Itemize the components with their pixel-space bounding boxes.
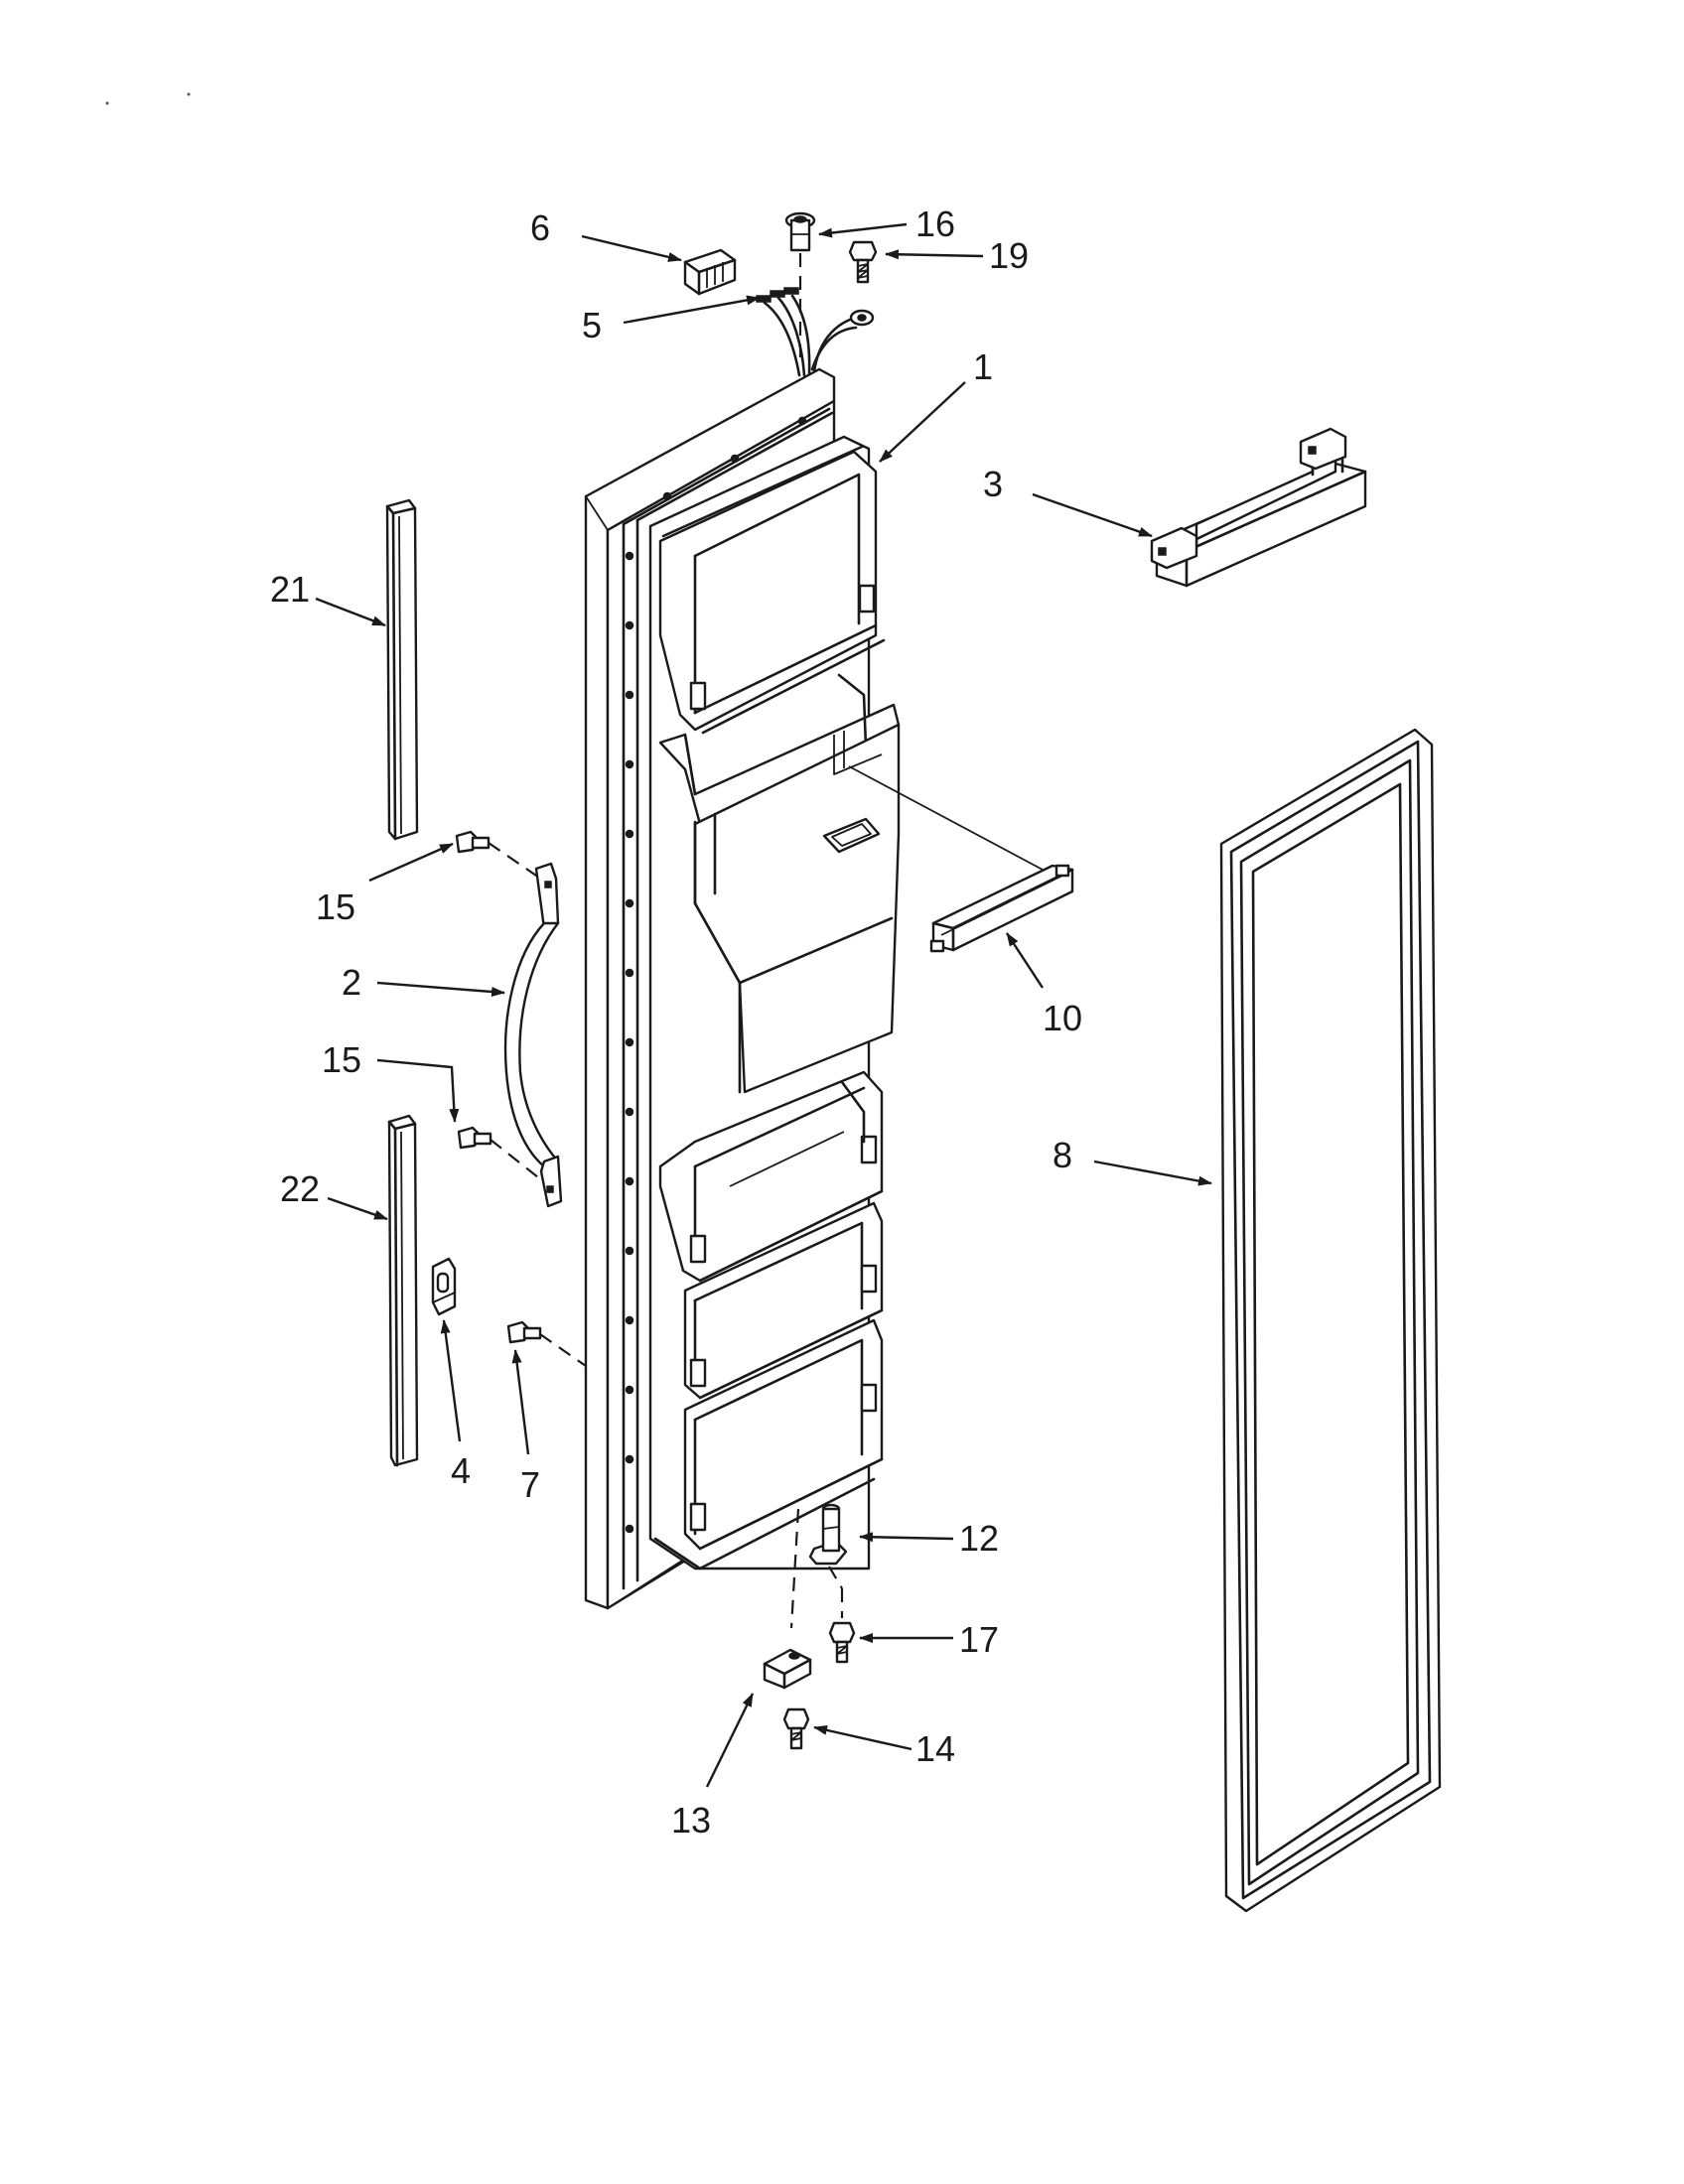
- callout-5: 5: [582, 305, 602, 345]
- callout-8: 8: [1052, 1135, 1072, 1175]
- callout-labels: 6 16 19 5 1 3 21 15 2 10 15 8 22 4 7 12 …: [270, 204, 1082, 1841]
- connector-part-6: [683, 248, 737, 296]
- door-handle-part-2: [503, 862, 563, 1208]
- clip-part-4: [431, 1257, 457, 1316]
- callout-15-upper: 15: [316, 887, 355, 927]
- callout-17: 17: [959, 1619, 999, 1660]
- trim-rail-part-10: [848, 765, 1074, 953]
- screw-part-19: [848, 240, 878, 284]
- door-shelf-part-3: [1150, 427, 1367, 588]
- screw-part-15-upper: [455, 830, 540, 879]
- screw-part-7: [506, 1320, 587, 1367]
- hinge-pin-part-12: [789, 1503, 848, 1629]
- screw-part-15-lower: [457, 1126, 544, 1182]
- callout-14: 13: [671, 1800, 711, 1841]
- callout-2: 2: [342, 962, 361, 1003]
- screw-part-13: [782, 1707, 810, 1750]
- trim-strip-part-22: [387, 1114, 419, 1467]
- callout-19: 19: [989, 235, 1029, 276]
- callout-10: 10: [1043, 998, 1082, 1038]
- callout-7: 7: [520, 1464, 540, 1505]
- wire-harness-part-5: [756, 287, 875, 377]
- callout-4: 4: [451, 1450, 471, 1491]
- trim-strip-part-21: [385, 498, 419, 841]
- leader-lines: [315, 222, 1212, 1788]
- callout-6: 6: [530, 207, 550, 248]
- callout-3: 3: [983, 464, 1003, 504]
- callout-1: 1: [973, 346, 993, 387]
- door-gasket-part-8: [1219, 728, 1442, 1913]
- callout-15-lower: 15: [322, 1039, 361, 1080]
- callout-16: 16: [915, 204, 955, 244]
- switch-part-16: [784, 211, 816, 357]
- callout-13: 14: [915, 1728, 955, 1769]
- callout-12: 12: [959, 1518, 999, 1559]
- callout-22: 22: [280, 1168, 320, 1209]
- screw-part-17: [828, 1621, 856, 1664]
- callout-21: 21: [270, 569, 310, 610]
- hinge-bracket-part-14: [763, 1648, 812, 1690]
- door-liner-part-1: [584, 367, 901, 1610]
